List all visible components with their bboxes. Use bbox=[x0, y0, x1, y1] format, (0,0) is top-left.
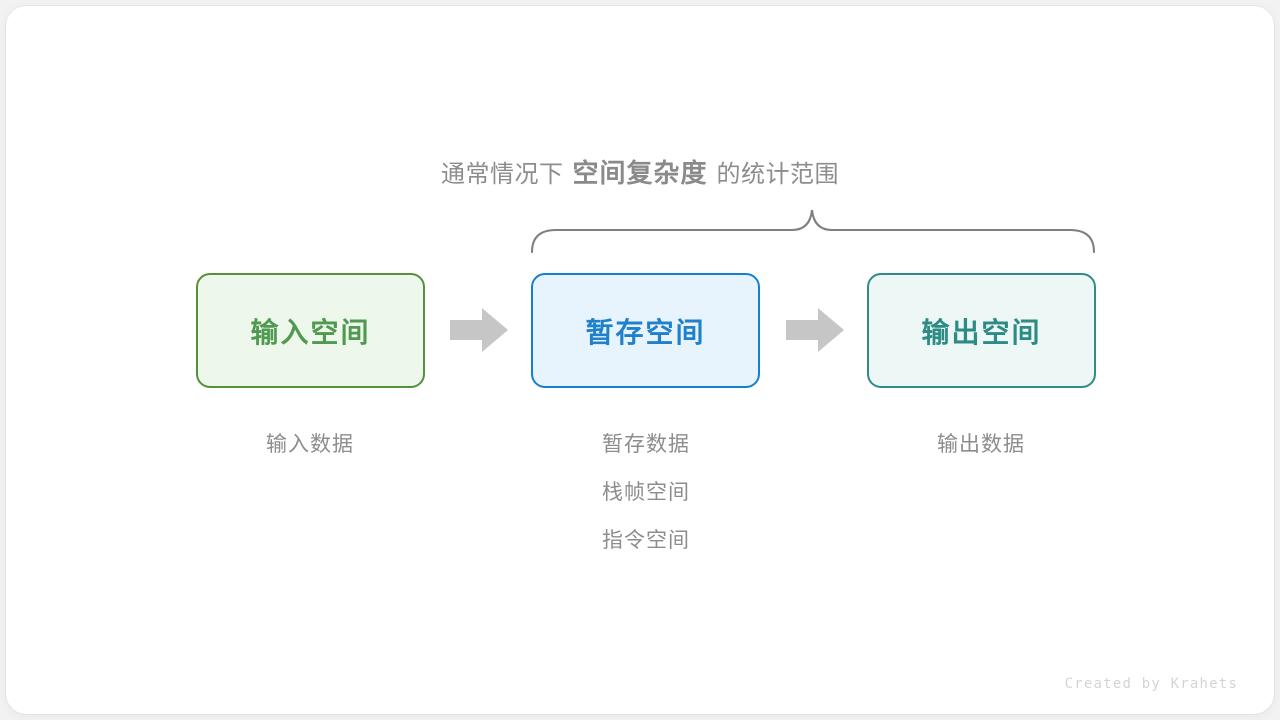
headline-prefix: 通常情况下 bbox=[440, 161, 564, 188]
node-input-space[interactable]: 输入空间 bbox=[196, 273, 425, 388]
diagram-card: 通常情况下空间复杂度的统计范围 输入空间 暂存空间 输出空间 输入数据 暂存数据 bbox=[6, 6, 1274, 714]
caption-line: 暂存数据 bbox=[602, 433, 690, 456]
node-output-space[interactable]: 输出空间 bbox=[867, 273, 1096, 388]
credit-text: Created by Krahets bbox=[1064, 676, 1238, 692]
node-temp-space-label: 暂存空间 bbox=[585, 316, 706, 348]
node-input-space-label: 输入空间 bbox=[250, 316, 371, 348]
diagram-headline: 通常情况下空间复杂度的统计范围 bbox=[6, 156, 1274, 192]
caption-line: 指令空间 bbox=[602, 529, 690, 552]
caption-column-input: 输入数据 bbox=[180, 421, 440, 469]
headline-emphasis: 空间复杂度 bbox=[572, 158, 708, 188]
headline-suffix: 的统计范围 bbox=[716, 161, 839, 188]
curly-brace-icon bbox=[530, 209, 1096, 254]
caption-column-output: 输出数据 bbox=[851, 421, 1111, 469]
caption-column-temp: 暂存数据 栈帧空间 指令空间 bbox=[516, 421, 776, 565]
caption-line: 输入数据 bbox=[266, 433, 354, 456]
node-output-space-label: 输出空间 bbox=[921, 316, 1042, 348]
caption-line: 输出数据 bbox=[937, 433, 1025, 456]
node-temp-space[interactable]: 暂存空间 bbox=[531, 273, 760, 388]
arrow-right-icon bbox=[786, 308, 844, 352]
caption-line: 栈帧空间 bbox=[602, 481, 690, 504]
arrow-right-icon bbox=[450, 308, 508, 352]
